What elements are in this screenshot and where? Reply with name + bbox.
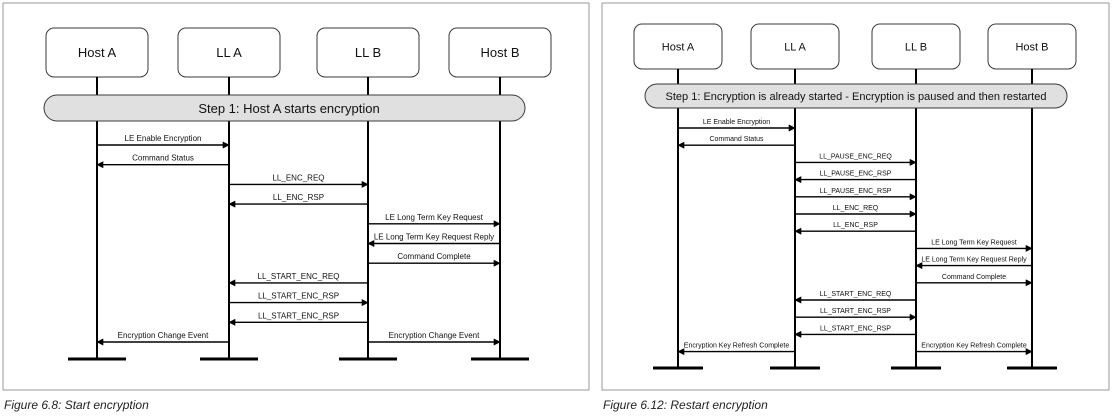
message-label: Encryption Change Event <box>118 331 210 340</box>
message-label: LE Long Term Key Request <box>385 213 483 222</box>
message-label: LE Enable Encryption <box>703 119 770 126</box>
message-label: LL_PAUSE_ENC_REQ <box>819 153 892 160</box>
message-label: LL_START_ENC_RSP <box>258 311 339 320</box>
participant-label-ll-b: LL B <box>905 41 927 53</box>
step-banner <box>644 83 1068 109</box>
message-label: LL_START_ENC_RSP <box>820 325 891 332</box>
figure-start-encryption: Host A LL A LL B Host B Step 1: Host A star… <box>2 2 590 391</box>
message-label: Command Status <box>709 136 764 143</box>
message-label: LL_START_ENC_REQ <box>258 272 340 281</box>
participant-label-ll-a: LL A <box>784 41 806 53</box>
participant-label-host-a: Host A <box>662 41 695 53</box>
message-label: Encryption Key Refresh Complete <box>921 343 1027 350</box>
message-label: LE Long Term Key Request Reply <box>374 233 494 242</box>
message-label: LL_START_ENC_RSP <box>258 292 339 301</box>
message-label: LL_PAUSE_ENC_RSP <box>820 188 892 195</box>
message-label: LE Long Term Key Request Reply <box>921 257 1027 264</box>
figure-caption: Figure 6.12: Restart encryption <box>603 398 768 412</box>
message-label: LL_START_ENC_REQ <box>820 291 892 298</box>
message-label: LL_START_ENC_RSP <box>820 308 891 315</box>
participant-label-host-a: Host A <box>78 45 117 60</box>
message-label: LL_ENC_REQ <box>272 173 324 182</box>
message-label: LE Long Term Key Request <box>931 239 1017 246</box>
message-label: Encryption Key Refresh Complete <box>684 343 790 350</box>
figure-restart-encryption: Host A LL A LL B Host B Step 1: Encryption … <box>601 2 1110 391</box>
message-label: Command Status <box>132 154 194 163</box>
participant-label-ll-b: LL B <box>355 45 381 60</box>
figure-caption: Figure 6.8: Start encryption <box>4 398 149 412</box>
participant-label-host-b: Host B <box>480 45 519 60</box>
message-label: LL_ENC_RSP <box>833 222 878 229</box>
message-label: LE Enable Encryption <box>125 134 202 143</box>
message-label: LL_ENC_REQ <box>833 205 879 212</box>
message-label: LL_ENC_RSP <box>273 193 324 202</box>
message-label: Encryption Change Event <box>389 331 481 340</box>
step-banner-text: Step 1: Encryption is already started - … <box>666 91 1047 103</box>
step-banner-text: Step 1: Host A starts encryption <box>198 101 379 116</box>
participant-label-ll-a: LL A <box>216 45 242 60</box>
message-label: LL_PAUSE_ENC_RSP <box>820 171 892 178</box>
message-label: Command Complete <box>397 252 471 261</box>
participant-label-host-b: Host B <box>1015 41 1048 53</box>
message-label: Command Complete <box>942 274 1006 281</box>
step-banner <box>43 94 526 122</box>
